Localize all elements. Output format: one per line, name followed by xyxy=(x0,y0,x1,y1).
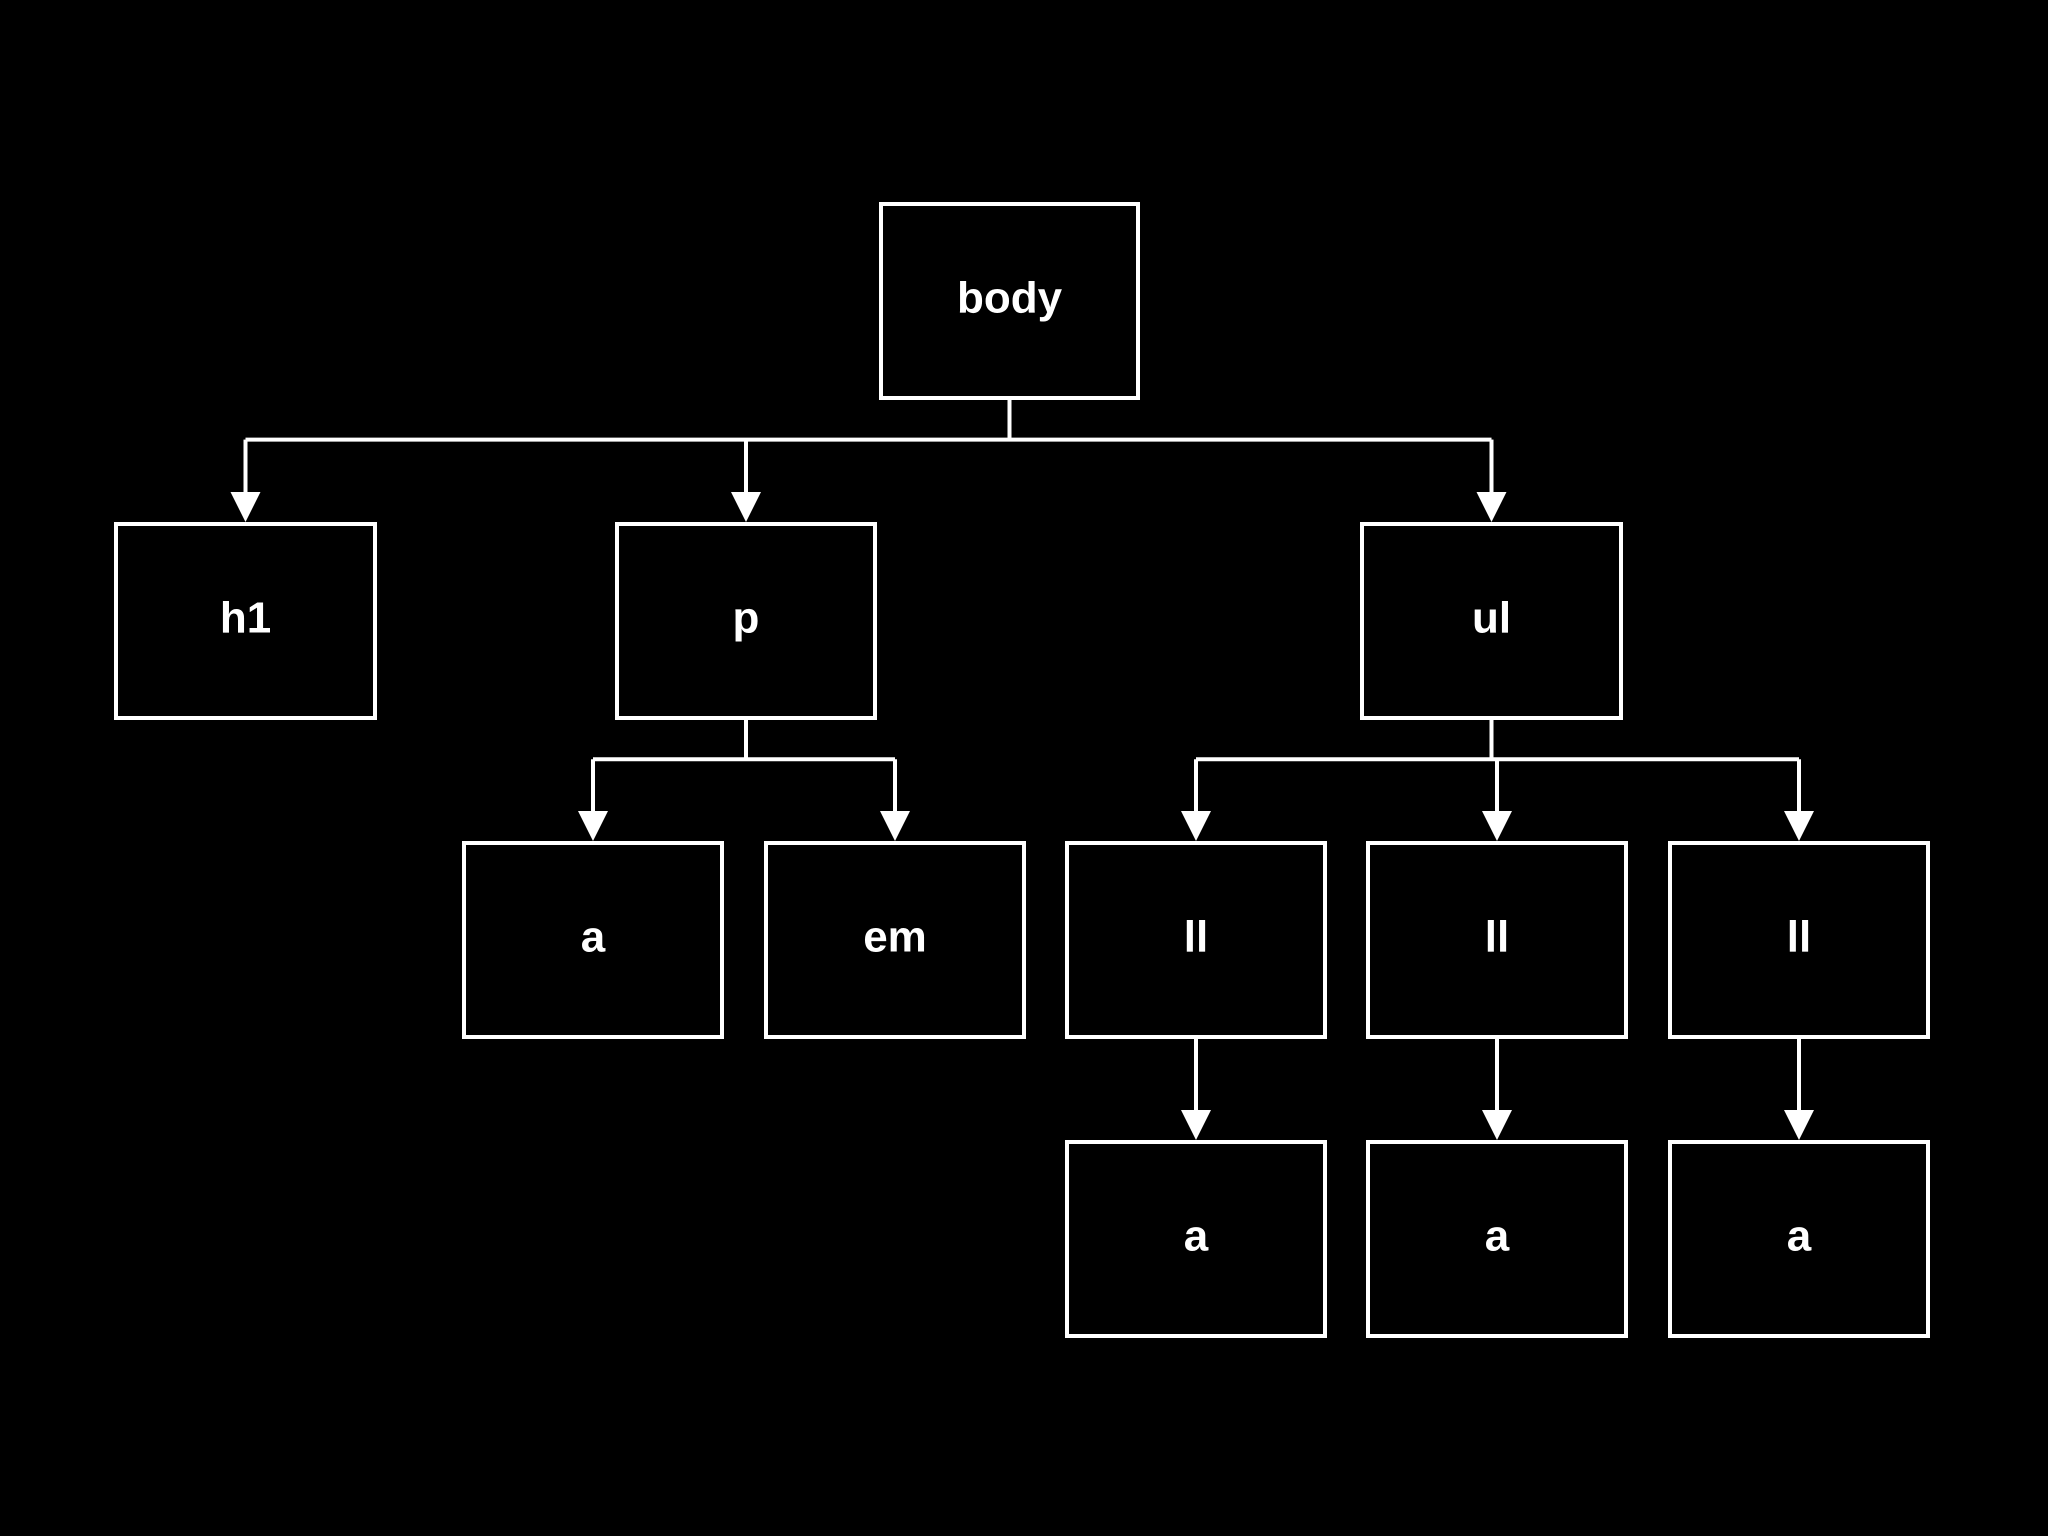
node-h1: h1 xyxy=(114,522,377,720)
node-li-3-box xyxy=(1668,841,1930,1039)
node-ul: ul xyxy=(1360,522,1623,720)
arrowhead-icon-li2 xyxy=(1482,811,1512,841)
arrowhead-icon-li2_a xyxy=(1482,1110,1512,1140)
node-ul-label: ul xyxy=(1472,594,1511,643)
node-li-1-label: ll xyxy=(1184,913,1208,962)
arrowhead-icon-h1 xyxy=(230,492,261,522)
node-p-box xyxy=(615,522,877,720)
arrowhead-icon-p_a xyxy=(578,811,608,841)
node-p-em-box xyxy=(764,841,1026,1039)
node-li-2-label: ll xyxy=(1485,913,1509,962)
node-li-3-a: a xyxy=(1668,1140,1930,1338)
arrowhead-icon-p_em xyxy=(880,811,910,841)
arrowhead-icon-li1 xyxy=(1181,811,1211,841)
node-li-1-a: a xyxy=(1065,1140,1327,1338)
node-p-a: a xyxy=(462,841,724,1039)
node-li-2: ll xyxy=(1366,841,1628,1039)
arrowhead-icon-ul xyxy=(1476,492,1507,522)
node-p: p xyxy=(615,522,877,720)
node-body: body xyxy=(879,202,1140,400)
node-li-1: ll xyxy=(1065,841,1327,1039)
node-li-2-a-box xyxy=(1366,1140,1628,1338)
node-li-2-a-label: a xyxy=(1485,1212,1510,1261)
node-h1-label: h1 xyxy=(220,594,271,643)
node-li-1-box xyxy=(1065,841,1327,1039)
node-li-1-a-label: a xyxy=(1184,1212,1209,1261)
node-li-3-a-label: a xyxy=(1787,1212,1812,1261)
arrowhead-icon-li3_a xyxy=(1784,1110,1814,1140)
node-li-3-a-box xyxy=(1668,1140,1930,1338)
node-p-em: em xyxy=(764,841,1026,1039)
node-p-em-label: em xyxy=(863,913,927,962)
arrowhead-icon-li1_a xyxy=(1181,1110,1211,1140)
node-li-1-a-box xyxy=(1065,1140,1327,1338)
node-li-3: ll xyxy=(1668,841,1930,1039)
node-h1-box xyxy=(114,522,377,720)
node-p-label: p xyxy=(733,594,760,643)
arrowhead-icon-li3 xyxy=(1784,811,1814,841)
node-p-a-box xyxy=(462,841,724,1039)
node-body-label: body xyxy=(957,274,1063,323)
edges-layer xyxy=(230,398,1814,1140)
node-p-a-label: a xyxy=(581,913,606,962)
node-ul-box xyxy=(1360,522,1623,720)
node-li-2-box xyxy=(1366,841,1628,1039)
node-body-box xyxy=(879,202,1140,400)
arrowhead-icon-p xyxy=(731,492,761,522)
node-li-2-a: a xyxy=(1366,1140,1628,1338)
node-li-3-label: ll xyxy=(1787,913,1811,962)
